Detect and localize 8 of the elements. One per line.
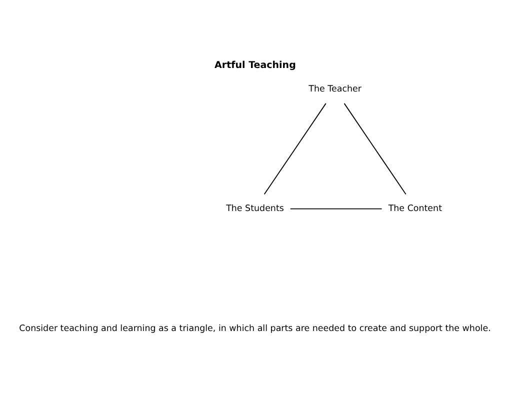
connector [264,102,326,195]
node-text: The Teacher [308,84,362,94]
node-text: The Students [226,204,284,214]
connector [344,102,406,195]
connector [290,208,382,210]
node-text: The Content [388,204,442,214]
caption: Consider teaching and learning as a triangle, in which all parts are needed to create and support the whole. [19,324,491,334]
diagram-title: Artful Teaching [214,60,296,72]
